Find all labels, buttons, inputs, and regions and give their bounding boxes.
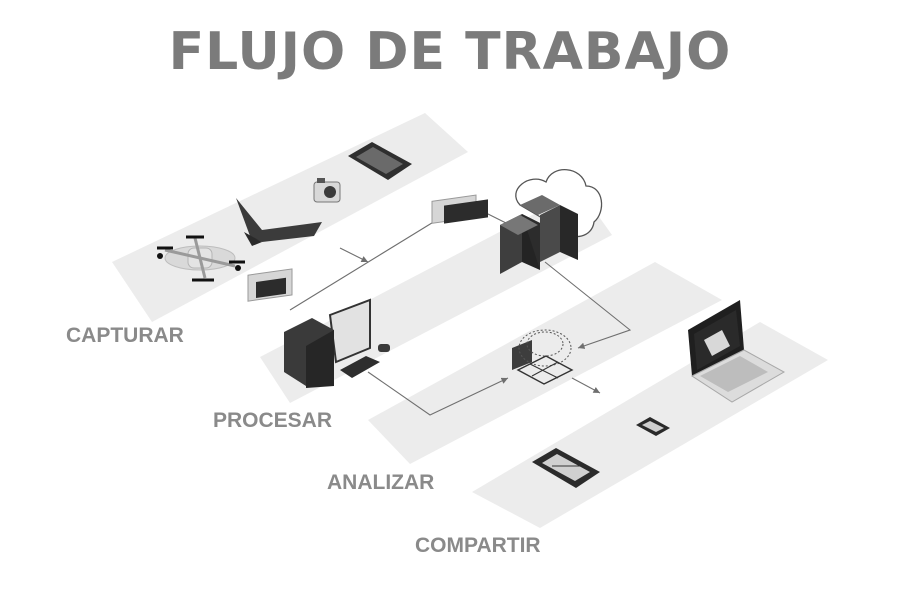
camera-icon <box>313 178 341 203</box>
3d-model-icon <box>512 329 574 385</box>
page-title: FLUJO DE TRABAJO <box>168 22 732 82</box>
stage-label-compartir: COMPARTIR <box>415 534 541 557</box>
image-icon <box>247 268 293 302</box>
cloud-icon <box>515 169 603 238</box>
tablet-icon <box>532 448 600 488</box>
drone-icon <box>157 235 245 282</box>
laptop-icon <box>688 300 786 403</box>
smartphone-icon <box>636 417 670 436</box>
tablet-icon <box>348 142 412 180</box>
platform-analizar <box>368 262 722 464</box>
stage-label-procesar: PROCESAR <box>213 409 333 432</box>
stage-label-analizar: ANALIZAR <box>327 471 435 494</box>
stage-label-capturar: CAPTURAR <box>66 324 184 347</box>
fixed-wing-drone-icon <box>236 198 322 246</box>
image-icon <box>431 194 488 224</box>
server-icon <box>500 195 578 274</box>
desktop-computer-icon <box>284 298 390 388</box>
